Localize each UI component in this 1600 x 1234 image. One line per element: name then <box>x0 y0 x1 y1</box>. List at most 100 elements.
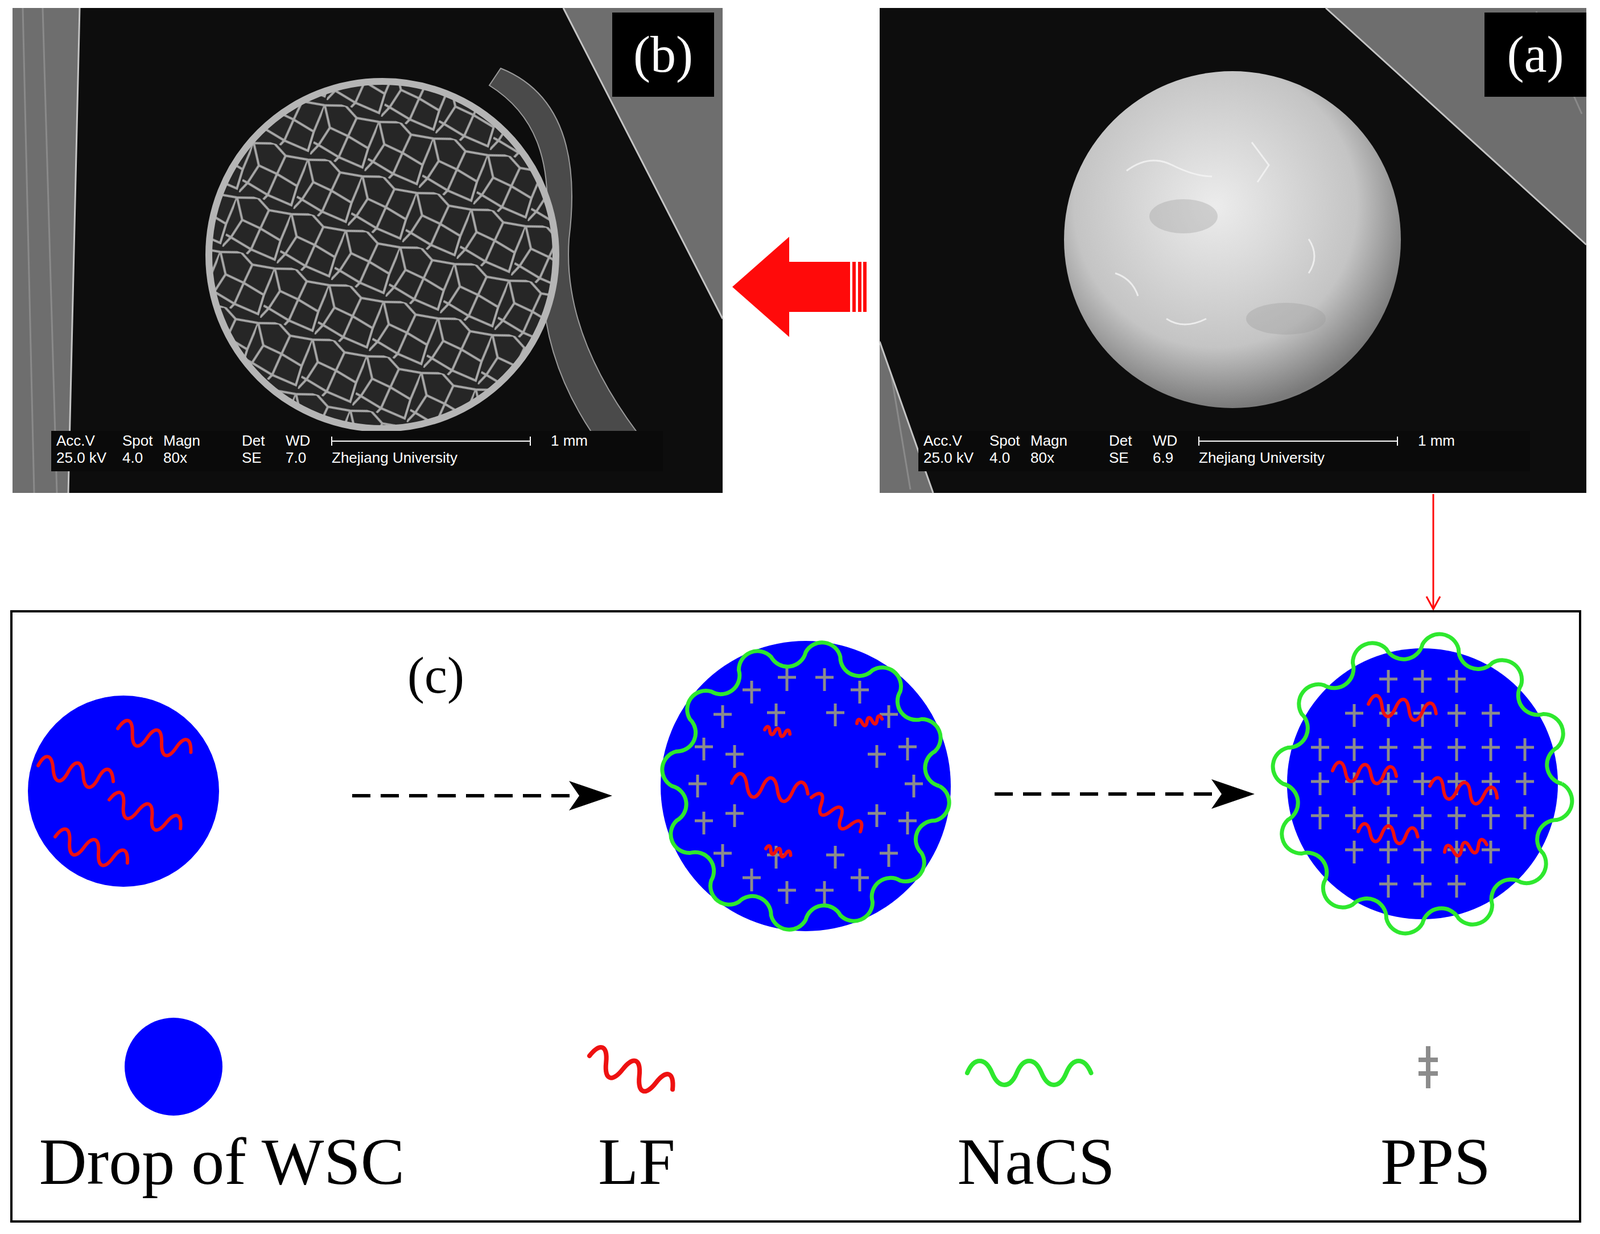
pps-marks <box>867 744 886 768</box>
sem-data-text: 4.0 <box>122 449 143 467</box>
pps-marks <box>1481 806 1500 830</box>
process-arrow <box>352 793 581 798</box>
lf-chain <box>1332 694 1499 858</box>
legend-sample <box>967 1060 1092 1085</box>
pps-marks <box>1310 806 1330 830</box>
sem-data-text: Spot <box>122 432 154 449</box>
sem-data-text: Acc.V <box>923 432 963 449</box>
pps-marks <box>688 667 923 904</box>
process-arrow <box>994 792 1224 796</box>
pps-marks <box>1515 772 1534 795</box>
sem-image <box>1115 142 1315 325</box>
sem-image <box>12 7 723 493</box>
pps-marks <box>898 811 917 835</box>
legend-label: PPS <box>1380 1125 1491 1199</box>
pps-marks <box>742 680 761 704</box>
sem-data-text: Det <box>241 432 265 449</box>
panel-letter: (a) <box>1484 12 1587 97</box>
pps-marks <box>1413 772 1432 795</box>
pps-marks <box>777 667 797 691</box>
sem-data-text: Acc.V <box>56 432 96 449</box>
pps-marks <box>850 680 869 704</box>
sem-image <box>879 7 1587 493</box>
arrow-stripe <box>852 261 856 312</box>
process-arrow <box>994 778 1255 809</box>
sem-data-text: 80x <box>163 449 188 467</box>
pps-marks <box>725 803 744 827</box>
sem-data-text: 25.0 kV <box>923 449 974 467</box>
pps-marks <box>826 703 845 727</box>
sem-image <box>879 7 1587 493</box>
sem-data-text: 6.9 <box>1152 449 1174 467</box>
legend-swatch <box>124 1017 223 1116</box>
pps-marks <box>1447 737 1466 761</box>
process-arrow <box>568 780 613 811</box>
sem-data-text: WD <box>285 432 311 449</box>
sem-image <box>51 430 663 472</box>
lf-chain <box>35 755 116 793</box>
pps-marks <box>1413 669 1432 693</box>
process-arrow <box>352 780 613 811</box>
sem-data-text: Spot <box>989 432 1021 449</box>
pps-marks <box>1310 669 1534 898</box>
pps-marks <box>1481 737 1500 761</box>
pps-marks <box>850 868 869 892</box>
pps-marks <box>904 774 923 798</box>
nacs-layer <box>1272 633 1573 934</box>
sem-image <box>1064 71 1401 408</box>
sem-image <box>12 7 723 493</box>
sem-image <box>1246 302 1326 335</box>
panel-letter: (b) <box>612 12 715 97</box>
wsc-drop <box>27 695 220 887</box>
sem-image <box>879 7 1587 493</box>
process-arrow <box>1211 778 1255 809</box>
sem-data-text: 7.0 <box>285 449 307 467</box>
pps-marks <box>713 843 732 867</box>
sem-panel: (b) <box>12 7 723 493</box>
pps-marks <box>777 880 797 904</box>
pps-marks <box>1413 737 1432 761</box>
arrow-stripe <box>858 261 862 312</box>
pps-marks <box>713 704 732 728</box>
lf-chain <box>105 789 185 839</box>
sem-image <box>918 430 1531 472</box>
sem-data-text: 4.0 <box>989 449 1010 467</box>
sem-data-text: Zhejiang University <box>331 449 458 467</box>
sem-image <box>208 81 556 429</box>
lf-chain <box>730 715 883 859</box>
lf-chain <box>1428 776 1499 807</box>
pps-marks <box>1310 772 1330 795</box>
pps-marks <box>1345 840 1364 864</box>
sem-data-text: SE <box>1108 449 1129 467</box>
coated-drop <box>660 640 951 931</box>
lf-chain <box>764 844 792 859</box>
lf-chain <box>730 772 810 804</box>
legend-label: LF <box>598 1125 675 1199</box>
sem-image <box>208 81 556 429</box>
pps-marks <box>1379 669 1398 693</box>
sem-data-text: Magn <box>1030 432 1068 449</box>
lf-chain <box>35 718 195 873</box>
sem-data-text: 1 mm <box>550 432 588 449</box>
lf-chain <box>1357 822 1419 845</box>
pps-marks <box>1447 874 1466 898</box>
lf-chain <box>51 826 132 873</box>
sem-image <box>1149 199 1218 234</box>
pps-marks <box>815 667 834 691</box>
pps-marks <box>898 737 917 761</box>
sem-data-text: 25.0 kV <box>56 449 107 467</box>
pps-marks <box>1379 737 1398 761</box>
wsc-drop <box>27 695 220 887</box>
pps-marks <box>867 803 886 827</box>
sem-data-text: Det <box>1108 432 1132 449</box>
nacs-layer <box>662 642 950 930</box>
lf-chain <box>114 718 195 763</box>
pps-marks <box>1481 840 1500 864</box>
pps-marks <box>1413 840 1432 864</box>
leader-arrow <box>1432 493 1435 609</box>
pps-marks <box>1413 806 1432 830</box>
arrow-head <box>1426 596 1441 609</box>
sem-image <box>68 7 723 493</box>
lf-chain <box>764 726 791 738</box>
sem-image <box>879 7 1587 493</box>
